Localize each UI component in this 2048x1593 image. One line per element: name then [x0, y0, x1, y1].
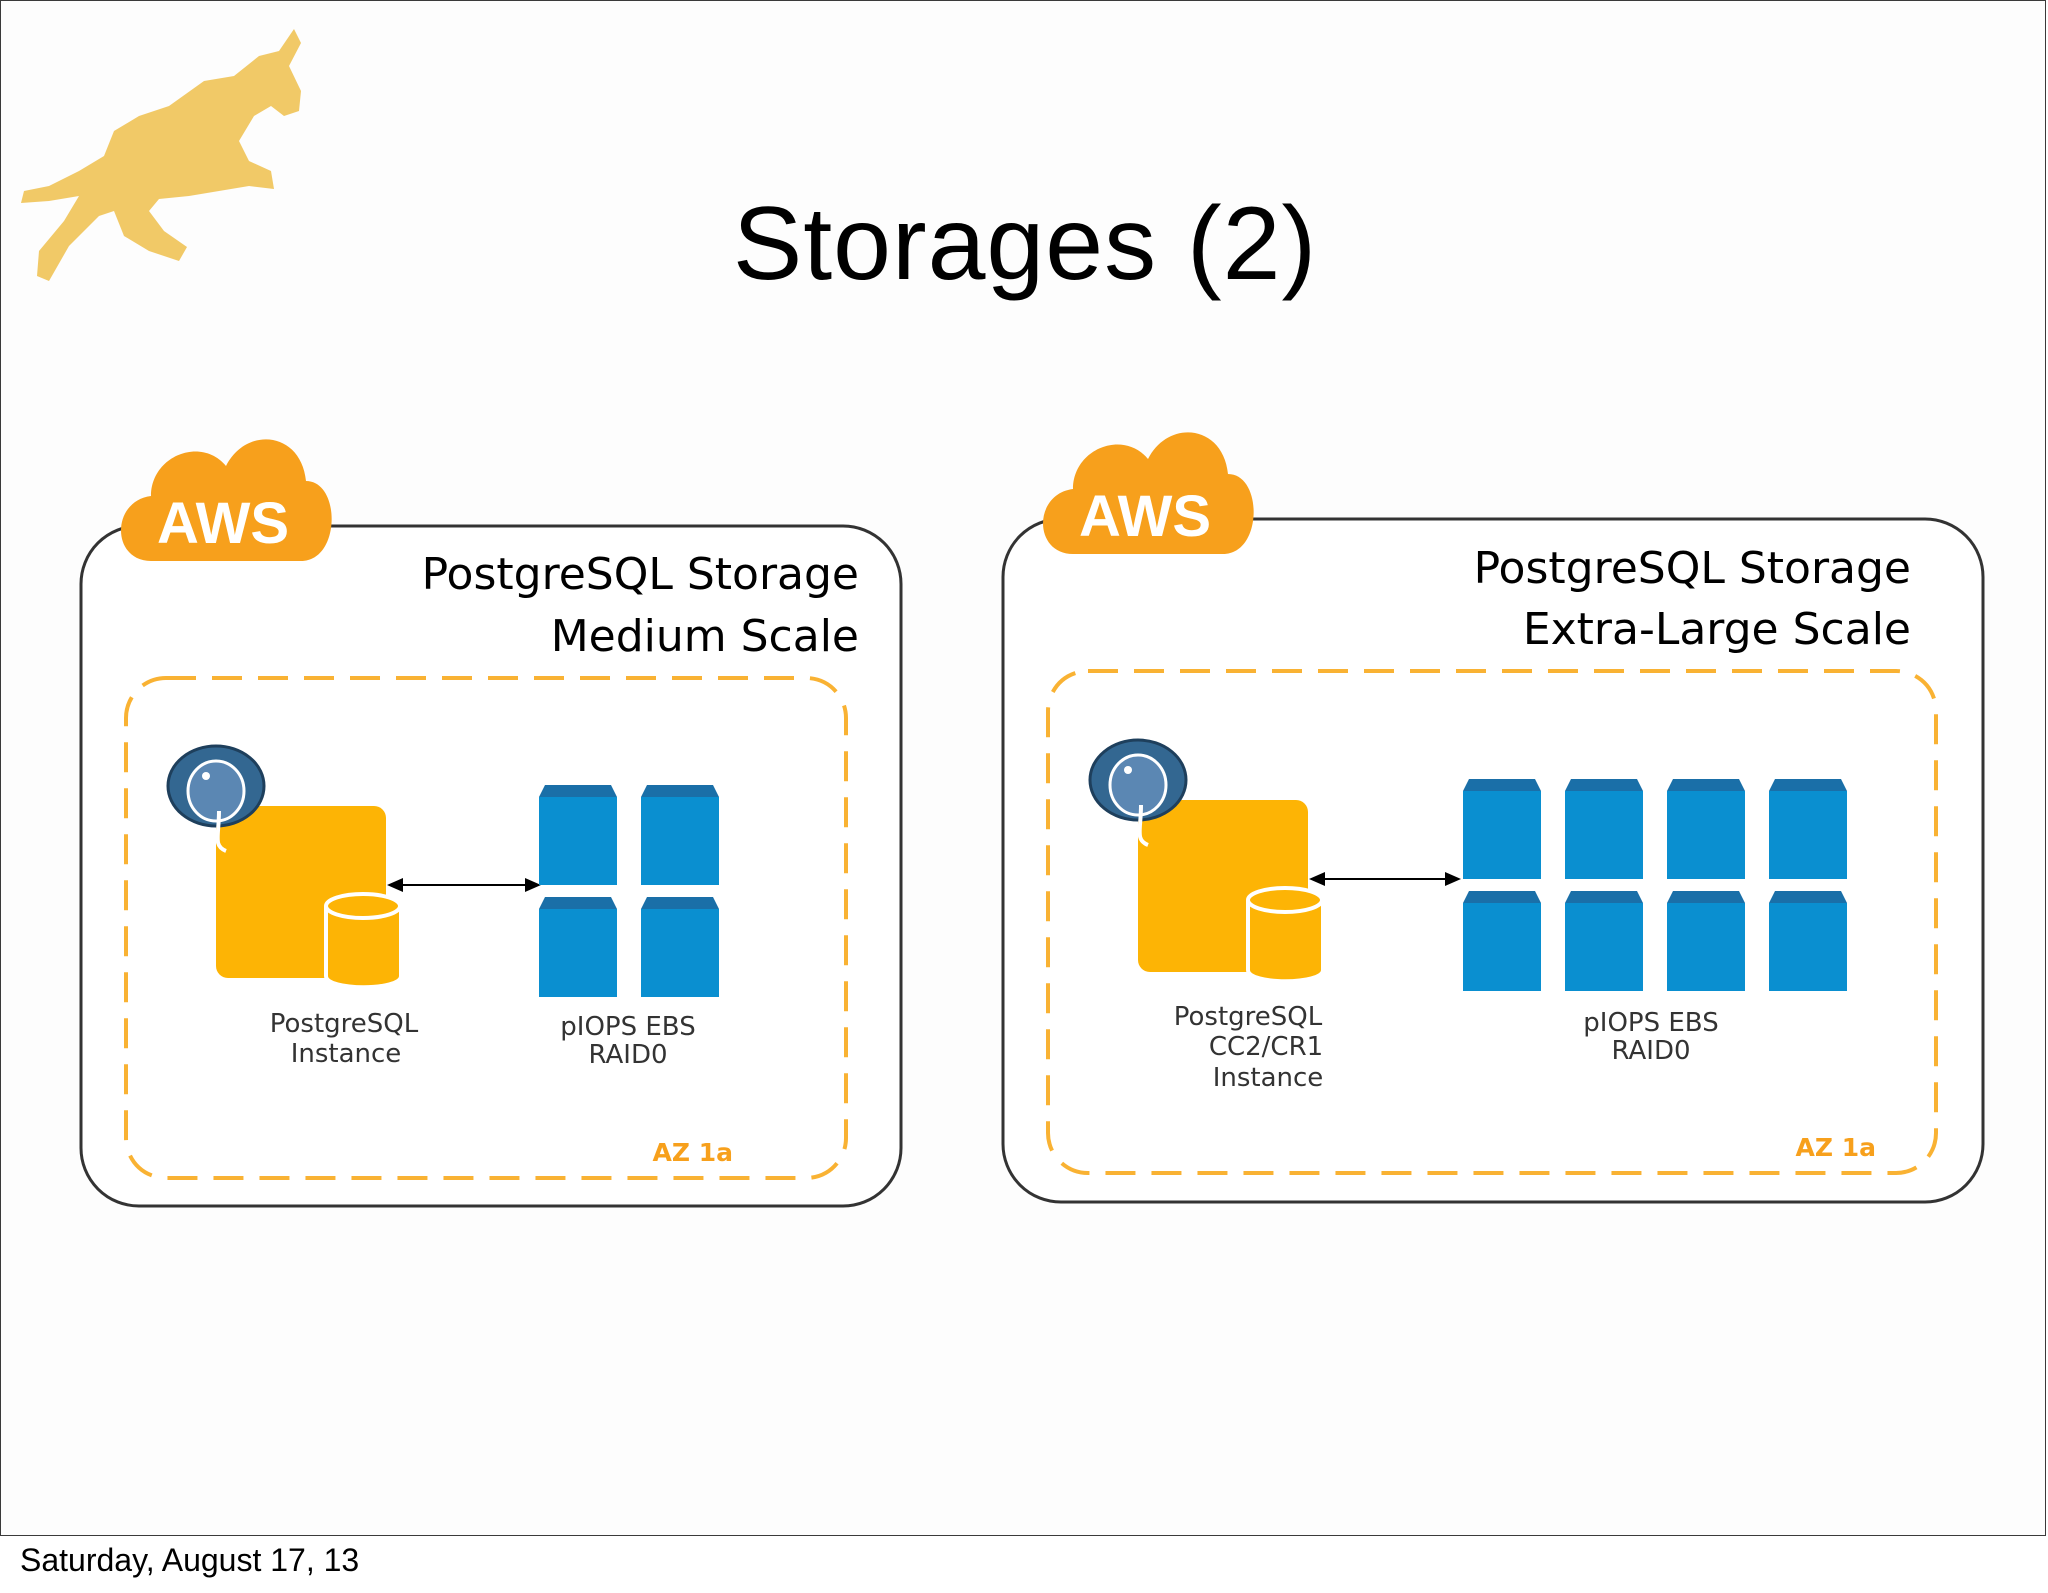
instance-label-line3: Instance — [1213, 1063, 1324, 1093]
horse-logo-icon — [21, 29, 301, 281]
ebs-volume-icon — [1565, 891, 1643, 991]
aws-cloud-label: AWS — [157, 491, 289, 556]
double-arrow-icon — [1309, 872, 1461, 886]
ebs-label-line2: RAID0 — [1611, 1036, 1690, 1066]
ebs-volume-icon — [1769, 891, 1847, 991]
ebs-label-line1: pIOPS EBS — [1583, 1008, 1718, 1038]
slide: Storages (2) AWS PostgreSQL Storage Medi… — [0, 0, 2046, 1536]
horse-shape — [21, 29, 301, 281]
ebs-volume-icon — [539, 897, 617, 997]
postgres-elephant-icon — [1088, 738, 1188, 847]
ebs-volume-icon — [1463, 779, 1541, 879]
extra-large-scale-diagram: AWS PostgreSQL Storage Extra-Large Scale… — [1001, 432, 1985, 1204]
ebs-volume-icon — [641, 897, 719, 997]
panel-title-line1: PostgreSQL Storage — [1474, 543, 1911, 594]
postgres-instance-icon — [1138, 800, 1325, 984]
ebs-volume-icon — [1565, 779, 1643, 879]
medium-scale-diagram: AWS PostgreSQL Storage Medium Scale AZ 1… — [79, 439, 903, 1208]
postgres-elephant-icon — [166, 744, 266, 853]
az-zone-box — [124, 676, 848, 1180]
ebs-volume-icon — [641, 785, 719, 885]
postgres-instance-icon — [216, 806, 403, 990]
ebs-volume-icon — [1463, 891, 1541, 991]
ebs-label-line2: RAID0 — [588, 1040, 667, 1070]
ebs-volume-icon — [1667, 779, 1745, 879]
panel-medium-frame — [79, 524, 903, 1208]
ebs-volume-group — [539, 785, 719, 997]
aws-cloud-label: AWS — [1079, 484, 1211, 549]
ebs-label-line1: pIOPS EBS — [560, 1012, 695, 1042]
aws-cloud-icon: AWS — [1043, 432, 1254, 554]
panel-title-line1: PostgreSQL Storage — [422, 549, 859, 600]
ebs-volume-icon — [1769, 779, 1847, 879]
panel-title-line2: Medium Scale — [551, 611, 859, 662]
panel-title-line2: Extra-Large Scale — [1523, 604, 1911, 655]
az-label: AZ 1a — [1796, 1133, 1876, 1162]
slide-title: Storages (2) — [732, 186, 1318, 302]
ebs-volume-icon — [1667, 891, 1745, 991]
instance-label-line2: CC2/CR1 — [1209, 1032, 1323, 1062]
aws-cloud-icon: AWS — [121, 439, 332, 561]
instance-label-line2: Instance — [291, 1039, 402, 1069]
ebs-volume-group — [1463, 779, 1847, 991]
footer-date: Saturday, August 17, 13 — [20, 1542, 360, 1578]
ebs-volume-icon — [539, 785, 617, 885]
az-zone-box — [1046, 669, 1938, 1175]
double-arrow-icon — [387, 878, 541, 892]
instance-label-line1: PostgreSQL — [270, 1009, 419, 1039]
az-label: AZ 1a — [653, 1138, 733, 1167]
instance-label-line1: PostgreSQL — [1174, 1002, 1323, 1032]
